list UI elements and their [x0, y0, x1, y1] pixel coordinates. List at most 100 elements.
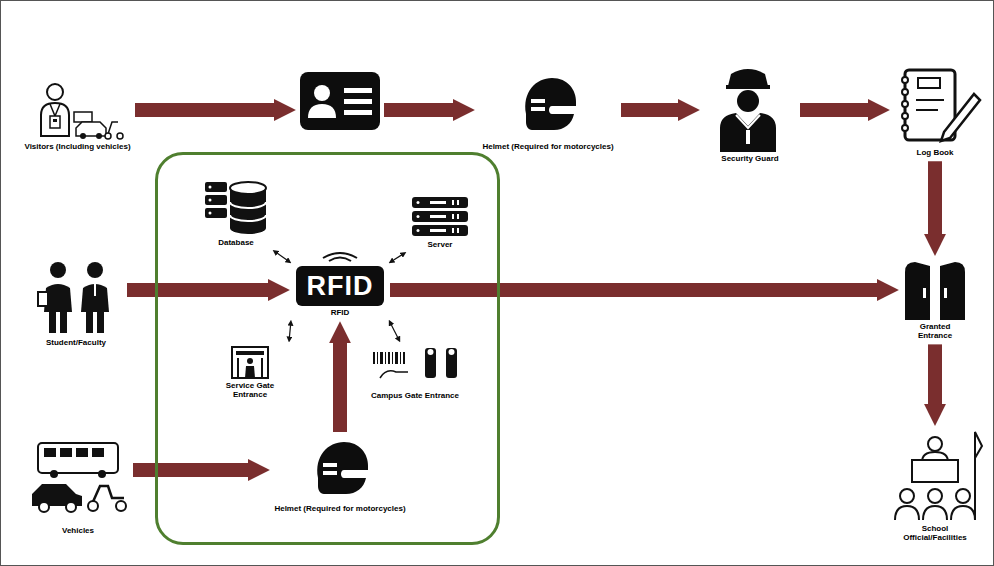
visitor-icon	[41, 84, 123, 139]
node-label: Service Gate Entrance	[214, 381, 286, 399]
vehicles-icon	[44, 448, 56, 457]
node-label: Campus Gate Entrance	[364, 391, 466, 400]
node-label: Granted Entrance	[903, 322, 967, 340]
visitor-icon	[47, 84, 63, 100]
helmet-node: Helmet (Required for motorcycles)	[274, 436, 406, 513]
gate-icon	[940, 262, 965, 320]
campus-gate-icon	[373, 352, 375, 364]
server-node: Server	[409, 195, 471, 249]
student-faculty-icon	[38, 262, 109, 333]
visitor-icon	[76, 122, 106, 136]
granted-entrance-node: Granted Entrance	[903, 260, 967, 340]
helmet-icon	[525, 78, 576, 130]
node-label: Database	[202, 238, 270, 247]
flow-arrow	[127, 283, 269, 297]
rfid-reader-box: RFID	[296, 266, 384, 306]
security-guard-icon	[736, 115, 760, 128]
security-guard-icon	[726, 85, 770, 89]
flow-arrow	[135, 103, 275, 117]
log-book-icon	[902, 89, 908, 95]
service-gate-icon	[232, 347, 268, 378]
campus-gate-icon	[400, 352, 401, 364]
rfid-node: RFIDRFID	[294, 266, 386, 317]
service-gate-icon	[261, 358, 263, 378]
server-icon	[417, 229, 420, 232]
school-official-icon	[951, 506, 975, 520]
student-faculty-icon	[50, 262, 66, 278]
id-card-icon	[344, 110, 372, 115]
id-card-icon	[300, 72, 380, 130]
service-gate-icon	[245, 366, 255, 378]
visitor-icon	[50, 104, 60, 116]
school-official-icon	[956, 489, 970, 503]
rfid-system-region: DatabaseRFIDRFID ServerService Gate Entra…	[155, 152, 500, 545]
link-arrow	[277, 253, 287, 260]
campus-gate-icon	[388, 352, 390, 364]
security-guard-icon	[720, 113, 776, 152]
log-book-icon	[918, 78, 940, 88]
security-guard-node: Security Guard	[704, 66, 796, 163]
visitor-icon	[117, 133, 123, 139]
student-faculty-icon	[38, 292, 48, 306]
visitor-node: Visitors (Including vehicles)	[24, 80, 131, 151]
node-label: School Official/Facilities	[892, 524, 978, 542]
vehicles-icon	[76, 448, 88, 457]
visitor-icon	[74, 112, 92, 122]
visitor-icon	[53, 119, 57, 122]
campus-gate-icon	[395, 352, 398, 364]
service-gate-icon	[232, 347, 268, 378]
node-label: Helmet (Required for motorcycles)	[274, 504, 406, 513]
server-icon	[457, 228, 459, 233]
security-guard-icon	[728, 69, 768, 86]
server-icon	[430, 201, 446, 204]
server-icon	[412, 225, 468, 236]
visitor-icon	[50, 116, 60, 128]
service-gate-icon	[236, 351, 264, 355]
database-icon	[205, 182, 266, 234]
vehicles-icon	[116, 501, 126, 511]
vehicles-icon	[88, 501, 98, 511]
school-official-icon	[900, 489, 914, 503]
database-node: Database	[202, 178, 270, 247]
school-official-icon	[928, 489, 942, 503]
node-label: Vehicles	[27, 526, 129, 535]
server-icon	[417, 215, 420, 218]
vehicles-icon	[38, 443, 118, 473]
student-faculty-icon	[87, 262, 103, 278]
campus-gate-icon	[449, 349, 455, 355]
vehicles-icon	[60, 448, 72, 457]
visitor-icon	[80, 133, 86, 139]
server-icon	[412, 197, 468, 236]
school-official-node: School Official/Facilities	[892, 430, 978, 542]
security-guard-icon	[720, 69, 776, 152]
service-gate-node: Service Gate Entrance	[214, 345, 286, 399]
campus-gate-node: Campus Gate Entrance	[364, 345, 466, 400]
server-icon	[452, 200, 454, 205]
gate-icon	[923, 288, 926, 298]
vehicles-icon	[39, 502, 49, 512]
visitor-icon	[105, 133, 111, 139]
node-label: Security Guard	[704, 154, 796, 163]
database-icon	[205, 208, 227, 218]
id-card-icon	[344, 88, 372, 93]
vehicles-icon	[66, 502, 76, 512]
node-label: Student/Faculty	[29, 338, 123, 347]
gate-icon	[905, 262, 930, 320]
node-label: Visitors (Including vehicles)	[24, 142, 131, 151]
database-icon	[205, 195, 227, 205]
security-guard-icon	[746, 130, 750, 144]
vehicles-icon	[32, 443, 126, 512]
link-arrow	[391, 325, 397, 338]
node-label: Helmet (Required for motorcycles)	[479, 142, 617, 151]
database-icon	[230, 202, 266, 208]
vehicles-icon	[92, 448, 104, 457]
flow-arrow	[621, 103, 679, 117]
server-icon	[412, 211, 468, 222]
id-card-icon	[308, 104, 336, 118]
campus-gate-icon	[392, 352, 393, 364]
gate-icon	[944, 288, 947, 298]
flow-arrow	[928, 161, 942, 235]
